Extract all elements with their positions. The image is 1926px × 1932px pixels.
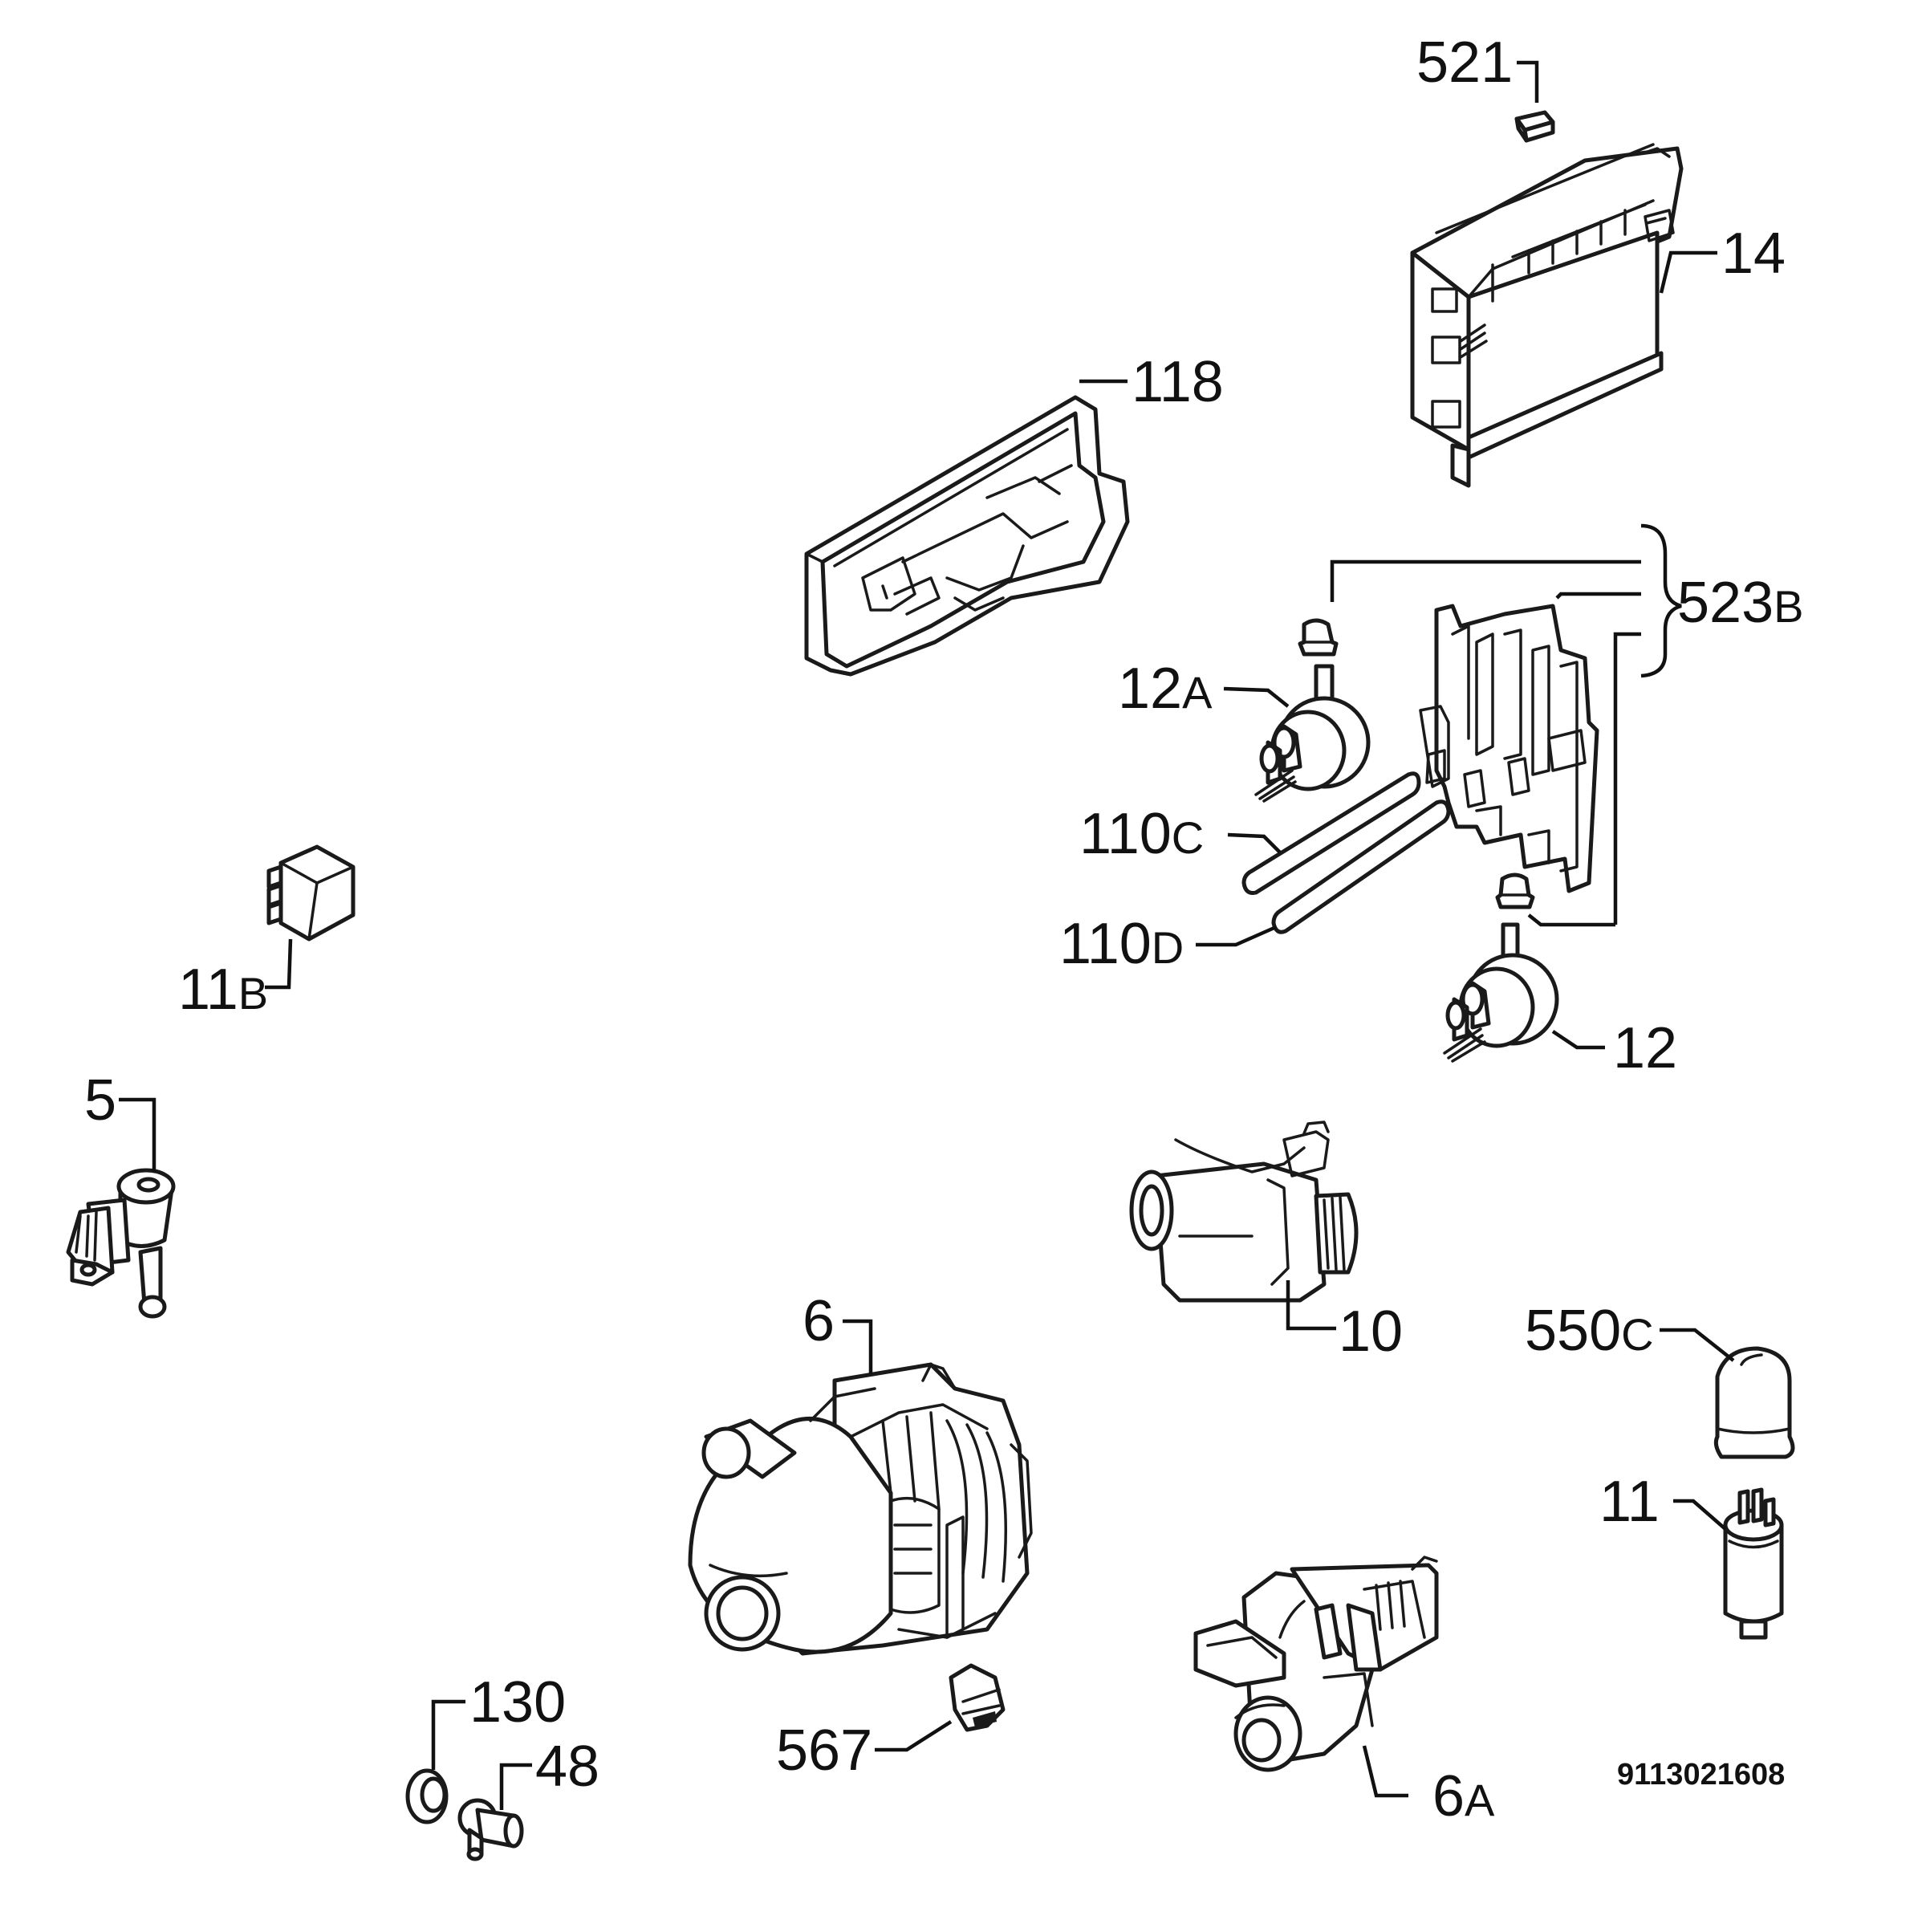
callout-110c: 110C [1079,802,1204,866]
callout-14: 14 [1721,222,1786,286]
part-11b-relay [266,844,356,942]
part-550c-cap [1713,1346,1795,1459]
part-523b-bracket [1298,604,1599,909]
callout-6: 6 [802,1289,835,1353]
part-5-inlet-valve [66,1168,176,1319]
callout-550c: 550C [1525,1299,1654,1363]
part-521-key [1514,110,1555,143]
callout-567: 567 [776,1718,872,1783]
part-12-pressure-switch [1443,922,1559,1063]
part-6-circulation-pump [688,1362,1033,1656]
part-10-heater [1129,1121,1359,1303]
part-118-panel [804,395,1130,677]
part-130-washer [405,1768,449,1824]
part-12a-pressure-switch [1254,664,1371,803]
callout-48: 48 [535,1735,599,1799]
part-110c-tube [1241,771,1421,895]
part-14-electronic-module [1410,143,1684,488]
part-110d-tube [1271,799,1451,934]
part-6a-drain-pump [1193,1556,1439,1772]
callout-130: 130 [469,1670,566,1735]
callout-118: 118 [1132,350,1224,414]
callout-6a: 6A [1432,1764,1495,1828]
part-567-clip [949,1663,1006,1732]
callout-11: 11 [1599,1470,1660,1534]
callout-5: 5 [84,1068,116,1133]
callout-110d: 110D [1059,912,1184,976]
callout-523b: 523B [1677,571,1804,635]
part-48-plug [457,1798,524,1861]
callout-521: 521 [1416,31,1513,95]
diagram-code: 9113021608 [1617,1758,1785,1792]
callout-12a: 12A [1118,657,1213,721]
part-11-capacitor [1723,1487,1784,1640]
callout-12: 12 [1613,1016,1677,1080]
callout-10: 10 [1339,1300,1403,1364]
callout-11b: 11B [178,958,268,1022]
leader-lines [119,60,1735,1810]
